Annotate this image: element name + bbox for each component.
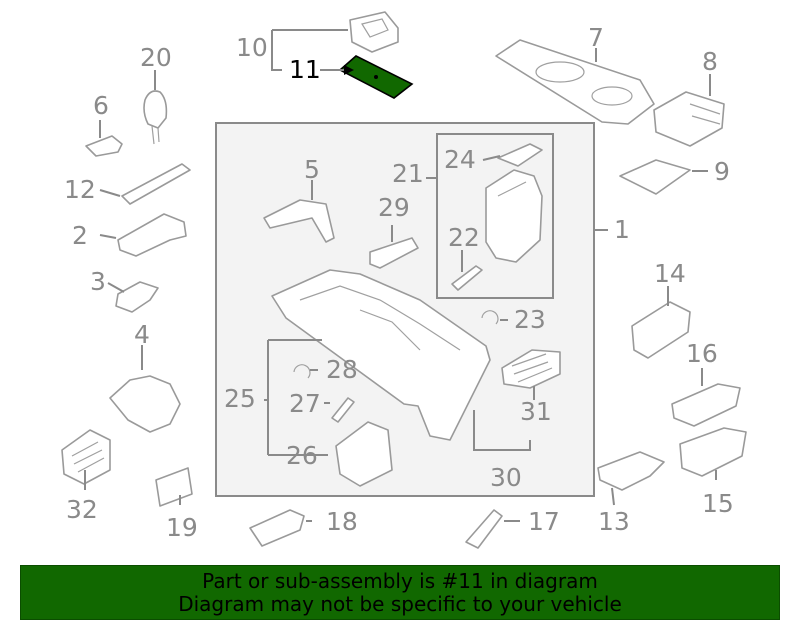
part-19-plate <box>155 467 193 507</box>
banner-line-part-number: Part or sub-assembly is #11 in diagram <box>202 568 598 593</box>
callout-14: 14 <box>654 259 686 288</box>
callout-7: 7 <box>588 23 604 52</box>
part-21-armrest <box>485 169 543 263</box>
part-4-mount <box>109 375 181 433</box>
parts-diagram: 10 11 20 6 12 2 3 4 32 19 18 7 8 9 1 21 … <box>61 11 747 549</box>
part-31-vent <box>501 349 561 389</box>
callout-2: 2 <box>72 221 88 250</box>
callout-25: 25 <box>224 384 256 413</box>
callout-28: 28 <box>326 355 358 384</box>
callout-26: 26 <box>286 441 318 470</box>
part-7-top-trim <box>495 39 655 125</box>
part-6-clip <box>85 135 123 157</box>
callout-12: 12 <box>64 175 96 204</box>
info-banner: Part or sub-assembly is #11 in diagram D… <box>20 565 780 620</box>
part-3-bracket <box>115 281 159 313</box>
part-9-tray <box>619 159 691 195</box>
part-8-storage-box <box>653 91 725 147</box>
callout-11: 11 <box>289 55 321 84</box>
callout-17: 17 <box>528 507 560 536</box>
part-29-vent <box>369 237 419 269</box>
part-28-clip <box>293 364 311 379</box>
callout-24: 24 <box>444 145 476 174</box>
part-27-screw <box>331 397 355 423</box>
part-2-bracket <box>117 213 187 257</box>
part-20-knob <box>143 90 168 145</box>
callout-13: 13 <box>598 507 630 536</box>
part-12-strip <box>121 163 191 205</box>
callout-15: 15 <box>702 489 734 518</box>
callout-9: 9 <box>714 157 730 186</box>
part-11-mat-highlighted[interactable] <box>338 55 414 99</box>
callout-27: 27 <box>289 389 321 418</box>
callout-21: 21 <box>392 159 424 188</box>
callout-1: 1 <box>614 215 630 244</box>
part-18-bracket <box>249 509 305 547</box>
callout-19: 19 <box>166 513 198 542</box>
part-5-trim-strip <box>263 199 335 243</box>
part-16-module <box>671 383 741 427</box>
callout-3: 3 <box>90 267 106 296</box>
callout-5: 5 <box>304 155 320 184</box>
part-console-body <box>271 269 491 441</box>
callout-4: 4 <box>134 320 150 349</box>
part-14-module <box>631 301 691 359</box>
part-15-bin <box>679 427 747 477</box>
callout-10: 10 <box>236 33 268 62</box>
callout-32: 32 <box>66 495 98 524</box>
callout-18: 18 <box>326 507 358 536</box>
leader-lines <box>84 29 717 522</box>
part-26-bracket <box>335 421 393 487</box>
callout-30: 30 <box>490 463 522 492</box>
callout-22: 22 <box>448 223 480 252</box>
part-23-clip <box>481 310 499 325</box>
part-17-cover <box>465 509 503 549</box>
callout-20: 20 <box>140 43 172 72</box>
callout-29: 29 <box>378 193 410 222</box>
part-13-bracket <box>597 451 665 491</box>
part-10-cup-insert <box>349 11 399 53</box>
part-32-cylinder <box>61 429 111 485</box>
callout-23: 23 <box>514 305 546 334</box>
part-24-latch <box>497 143 543 167</box>
part-22-pin <box>451 265 483 291</box>
banner-line-disclaimer: Diagram may not be specific to your vehi… <box>178 591 622 616</box>
callout-8: 8 <box>702 47 718 76</box>
callout-16: 16 <box>686 339 718 368</box>
callout-31: 31 <box>520 397 552 426</box>
callout-6: 6 <box>93 91 109 120</box>
